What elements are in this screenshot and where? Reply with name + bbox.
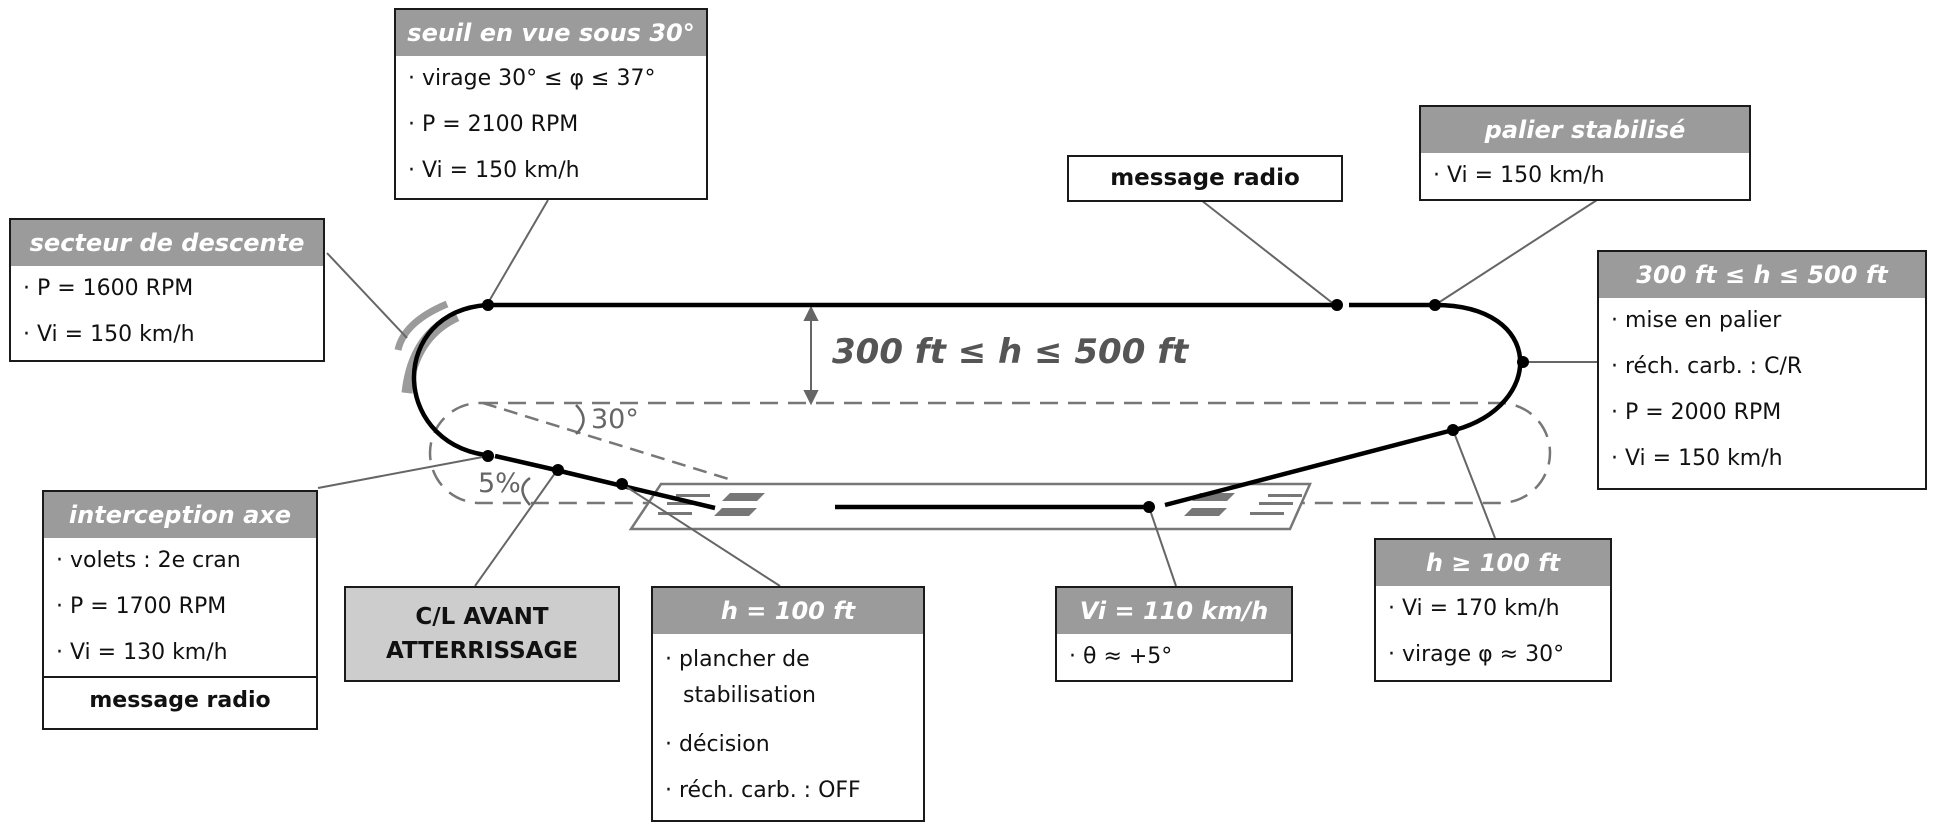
box-title: 300 ft ≤ h ≤ 500 ft [1599,252,1925,298]
waypoint-dots [482,299,1529,513]
descent-zone-outline [428,401,1552,505]
slope-5-label: 5% [478,468,521,499]
box-item: · plancher de stabilisation [665,647,816,708]
box-seuil-en-vue: seuil en vue sous 30° · virage 30° ≤ φ ≤… [394,8,708,200]
box-item: · décision [665,732,770,757]
box-item: · Vi = 150 km/h [1433,163,1605,188]
box-title: Vi = 110 km/h [1057,588,1291,634]
box-item: · réch. carb. : C/R [1611,354,1803,379]
box-footer-message-radio: message radio [44,676,316,724]
angle-30-label: 30° [591,404,639,435]
circuit-path [411,302,1523,511]
box-item: · θ ≈ +5° [1069,644,1173,669]
box-palier-stabilise: palier stabilisé · Vi = 150 km/h [1419,105,1751,201]
box-title: palier stabilisé [1421,107,1749,153]
box-item: · Vi = 170 km/h [1388,596,1560,621]
box-item: · P = 1600 RPM [23,276,194,301]
box-title: seuil en vue sous 30° [396,10,706,56]
box-item: · virage 30° ≤ φ ≤ 37° [408,66,656,91]
box-item: · virage φ ≈ 30° [1388,642,1565,667]
box-item: · volets : 2e cran [56,548,241,573]
box-h-sup-100-ft: h ≥ 100 ft · Vi = 170 km/h · virage φ ≈ … [1374,538,1612,682]
altitude-arrow [803,305,819,406]
checklist-line-1: C/L AVANT [415,604,549,630]
box-title: secteur de descente [11,220,323,266]
box-checklist-avant-atterrissage: C/L AVANT ATTERRISSAGE [344,586,620,682]
box-title: interception axe [44,492,316,538]
box-secteur-descente: secteur de descente · P = 1600 RPM · Vi … [9,218,325,362]
connector-lines [317,199,1598,587]
box-hauteur-palier: 300 ft ≤ h ≤ 500 ft · mise en palier · r… [1597,250,1927,490]
box-item: · P = 2100 RPM [408,112,579,137]
box-interception-axe: interception axe · volets : 2e cran · P … [42,490,318,730]
box-vi-110: Vi = 110 km/h · θ ≈ +5° [1055,586,1293,682]
descent-sector-arc-inner [394,300,449,351]
box-h-100-ft: h = 100 ft · plancher de stabilisation ·… [651,586,925,822]
box-item: · Vi = 150 km/h [23,322,195,347]
30-degree-arc [575,404,585,435]
box-item: · mise en palier [1611,308,1782,333]
box-message-radio-top: message radio [1067,155,1343,202]
checklist-line-2: ATTERRISSAGE [385,638,579,664]
altitude-range-label: 300 ft ≤ h ≤ 500 ft [832,332,1189,372]
box-item: · réch. carb. : OFF [665,778,861,803]
runway-threshold-markings-left [658,493,765,516]
box-item: · Vi = 130 km/h [56,640,228,665]
5-percent-arc [521,476,531,506]
box-item: · P = 1700 RPM [56,594,227,619]
box-item: · P = 2000 RPM [1611,400,1782,425]
box-title: h ≥ 100 ft [1376,540,1610,586]
box-title: h = 100 ft [653,588,923,634]
box-item: · Vi = 150 km/h [408,158,580,183]
box-item: · Vi = 150 km/h [1611,446,1783,471]
